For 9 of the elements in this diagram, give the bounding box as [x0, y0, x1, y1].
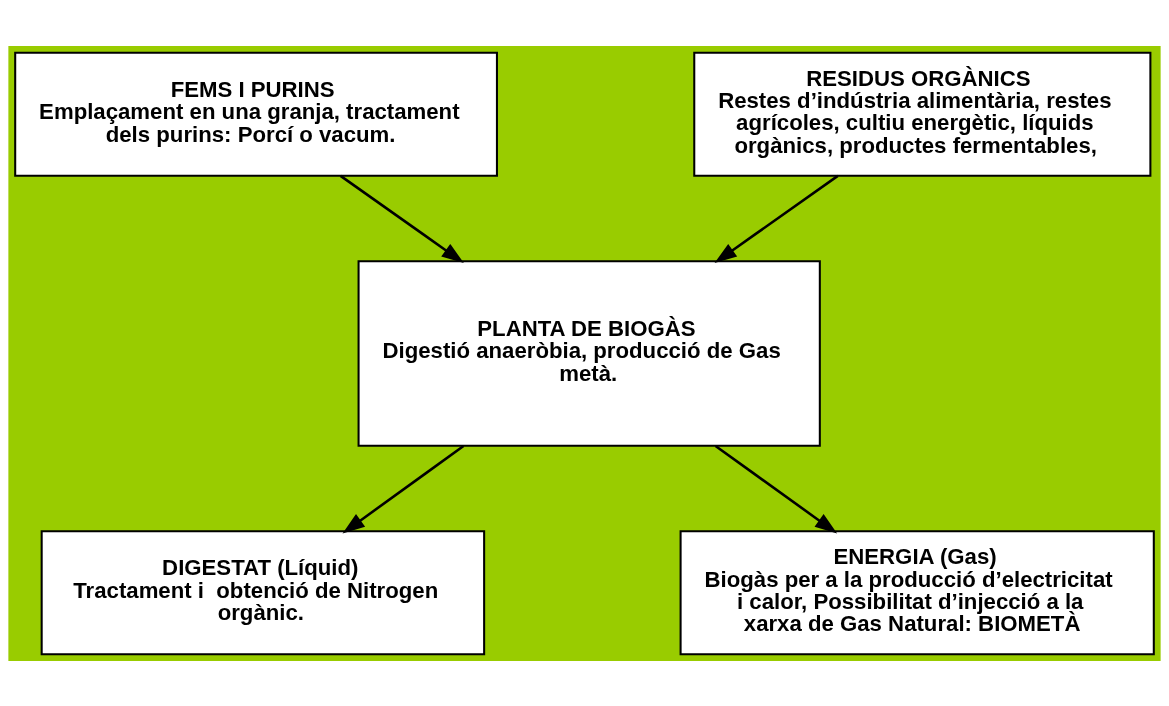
node-box: ENERGIA (Gas) Biogàs per a la producció d’electricitat i calor, Possibilitat d’injecció a la xarxa de Gas Natural: BIOMETÀ	[679, 529, 1155, 655]
arrow	[714, 174, 839, 263]
node-box: PLANTA DE BIOGÀS Digestió anaeròbia, producció de Gas metà.	[357, 259, 821, 447]
arrow	[342, 444, 465, 533]
node-box: RESIDUS ORGÀNICS Restes d’indústria alimentària, restes agrícoles, cultiu energètic, líquids orgànics, productes fermentables,	[693, 51, 1152, 177]
node-box: FEMS I PURINS Emplaçament en una granja, tractament dels purins: Porcí o vacum.	[14, 51, 498, 177]
arrow	[339, 174, 464, 263]
arrow	[714, 444, 838, 533]
node-box: DIGESTAT (Líquid) Tractament i obtenció de Nitrogen orgànic.	[40, 529, 486, 655]
